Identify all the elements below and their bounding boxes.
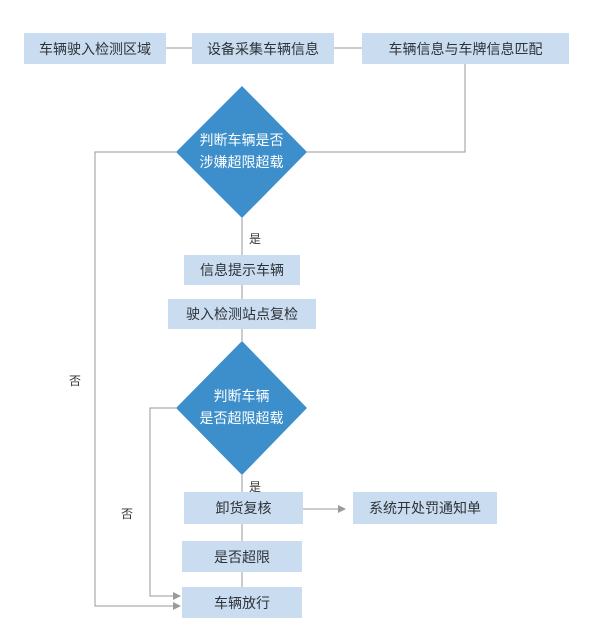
- decision-overload-suspect-label: 判断车辆是否 涉嫌超限超载: [176, 130, 307, 174]
- step-enter-detection-zone: 车辆驶入检测区域: [24, 33, 166, 64]
- yes-label-decision2: 是: [249, 480, 262, 494]
- step-notify-vehicle: 信息提示车辆: [184, 255, 300, 285]
- decision1-line1: 判断车辆是否: [199, 133, 284, 149]
- yes-label-decision1: 是: [249, 232, 262, 246]
- step-match-plate-info: 车辆信息与车牌信息匹配: [362, 33, 569, 64]
- decision2-line2: 是否超限超载: [199, 411, 284, 427]
- step-issue-penalty-notice: 系统开处罚通知单: [353, 492, 497, 524]
- decision-diamond-overload-confirm: [176, 341, 307, 475]
- connector-decision2-no: [149, 407, 181, 600]
- step-recheck-at-station: 驶入检测站点复检: [168, 299, 316, 329]
- decision2-line1: 判断车辆: [213, 389, 270, 405]
- decision-diamond-overload-suspect: [176, 86, 307, 218]
- no-label-decision1: 否: [69, 374, 82, 388]
- decision-overload-confirm-label: 判断车辆 是否超限超载: [176, 386, 307, 430]
- connector-match-to-decision1: [306, 64, 466, 153]
- connector-decision1-no: [94, 151, 181, 610]
- no-label-decision2: 否: [121, 507, 134, 521]
- step-over-limit-question: 是否超限: [182, 541, 302, 572]
- step-vehicle-release: 车辆放行: [182, 587, 302, 618]
- decision1-line2: 涉嫌超限超载: [199, 155, 284, 171]
- step-collect-vehicle-info: 设备采集车辆信息: [192, 33, 334, 64]
- step-unload-recheck: 卸货复核: [184, 492, 303, 524]
